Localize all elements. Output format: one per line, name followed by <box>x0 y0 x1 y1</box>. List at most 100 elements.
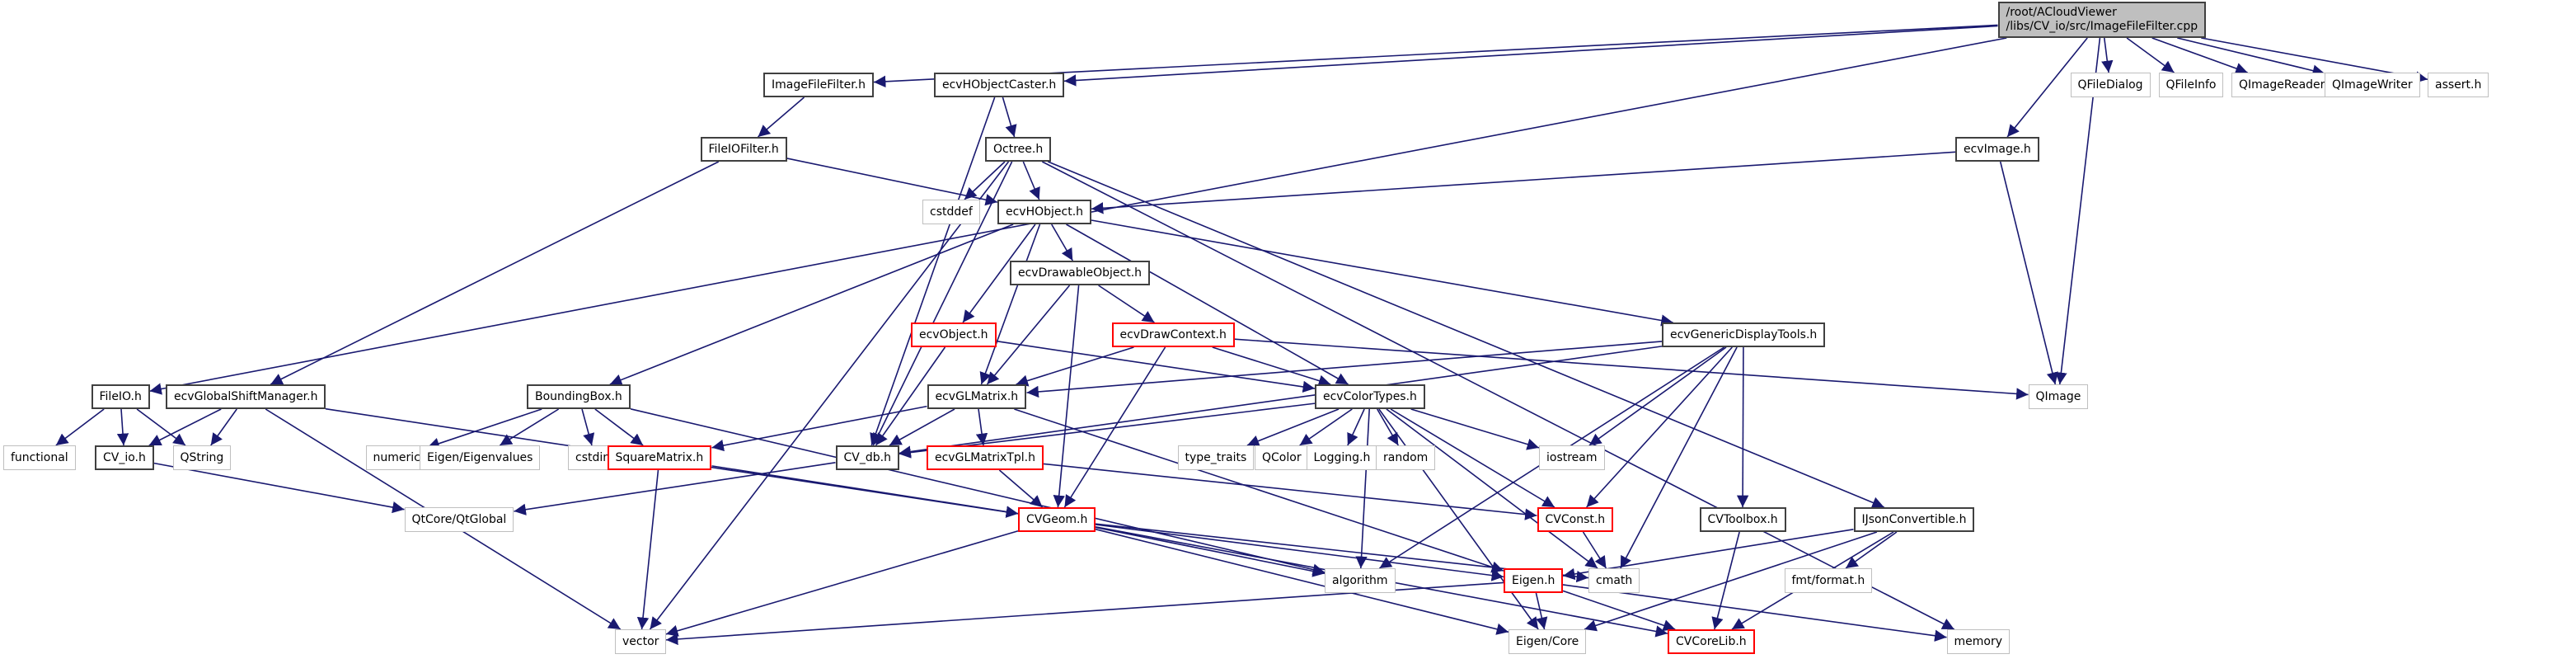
graph-node: Logging.h <box>1306 445 1378 470</box>
include-edge <box>665 530 1019 637</box>
node-label: Octree.h <box>993 143 1044 156</box>
node-label: FileIO.h <box>99 390 142 403</box>
graph-node: QtCore/QtGlobal <box>404 507 514 532</box>
node-label: ecvObject.h <box>919 328 988 341</box>
graph-node: numeric <box>365 445 428 470</box>
include-edge <box>979 224 1041 385</box>
node-label: SquareMatrix.h <box>615 451 704 464</box>
graph-node[interactable]: SquareMatrix.h <box>607 445 712 470</box>
include-edge <box>1390 408 1555 508</box>
include-edge <box>153 462 405 514</box>
node-label: CV_io.h <box>103 451 146 464</box>
graph-node[interactable]: Eigen.h <box>1504 568 1564 593</box>
graph-node: iostream <box>1539 445 1605 470</box>
include-edge <box>1588 346 1727 446</box>
graph-node[interactable]: ecvGLMatrixTpl.h <box>927 445 1044 470</box>
node-label: ecvDrawContext.h <box>1119 328 1227 341</box>
include-edge <box>55 408 105 446</box>
include-edge <box>875 346 946 446</box>
graph-node: QFileInfo <box>2158 73 2224 97</box>
include-edge <box>1002 96 1017 138</box>
node-label: QString <box>180 451 224 464</box>
include-edge <box>1845 531 1898 569</box>
root-file-node[interactable]: /root/ACloudViewer/libs/CV_io/src/ImageF… <box>1997 2 2207 38</box>
graph-node: QImageWriter <box>2325 73 2420 97</box>
node-label: ecvGLMatrix.h <box>935 390 1019 403</box>
graph-node: QColor <box>1255 445 1309 470</box>
graph-node[interactable]: ImageFileFilter.h <box>763 73 874 97</box>
graph-node[interactable]: FileIOFilter.h <box>700 137 787 162</box>
include-edge <box>1535 592 1548 630</box>
include-edge <box>1022 161 1040 200</box>
node-label: assert.h <box>2435 78 2482 92</box>
include-edge <box>1582 531 1607 569</box>
include-edge <box>2126 37 2175 73</box>
graph-node: vector <box>615 629 667 654</box>
graph-node[interactable]: ecvDrawContext.h <box>1111 322 1235 347</box>
include-edge <box>116 408 129 446</box>
node-label: CVGeom.h <box>1026 513 1088 526</box>
include-edge <box>594 408 644 446</box>
graph-node: fmt/format.h <box>1784 568 1873 593</box>
node-label: Eigen.h <box>1512 574 1555 587</box>
include-edge <box>998 469 1044 508</box>
graph-node[interactable]: ecvGLMatrix.h <box>927 384 1027 409</box>
node-label: QFileDialog <box>2077 78 2143 92</box>
include-edge <box>889 408 955 446</box>
include-edge <box>1053 285 1080 508</box>
graph-node[interactable]: IJsonConvertible.h <box>1853 507 1975 532</box>
graph-node[interactable]: CVToolbox.h <box>1699 507 1786 532</box>
include-edge <box>1562 584 1947 642</box>
graph-node[interactable]: ecvDrawableObject.h <box>1010 261 1151 285</box>
graph-node[interactable]: ecvHObject.h <box>997 200 1092 224</box>
graph-node[interactable]: CV_io.h <box>95 445 154 470</box>
graph-node[interactable]: ecvImage.h <box>1955 137 2039 162</box>
graph-node: random <box>1376 445 1436 470</box>
graph-node: QString <box>172 445 232 470</box>
graph-node[interactable]: ecvColorTypes.h <box>1315 384 1425 409</box>
graph-node[interactable]: FileIO.h <box>91 384 150 409</box>
node-label: QImageWriter <box>2332 78 2413 92</box>
graph-node: Eigen/Core <box>1509 629 1587 654</box>
include-edge <box>872 161 1013 446</box>
include-edge <box>1234 338 2029 400</box>
include-edge <box>1386 408 1598 569</box>
include-edge <box>1091 151 1956 214</box>
root-label-line: /libs/CV_io/src/ImageFileFilter.cpp <box>2006 20 2198 33</box>
graph-node[interactable]: ecvGlobalShiftManager.h <box>166 384 326 409</box>
node-label: ecvHObjectCaster.h <box>942 78 1057 92</box>
include-edge <box>636 469 659 630</box>
include-edge <box>1091 219 1673 327</box>
graph-node[interactable]: ecvHObjectCaster.h <box>934 73 1065 97</box>
graph-node[interactable]: CVCoreLib.h <box>1668 629 1755 654</box>
node-label: Eigen/Core <box>1516 635 1579 648</box>
node-label: Logging.h <box>1313 451 1371 464</box>
include-edge <box>1410 408 1540 450</box>
include-edge <box>427 408 542 450</box>
graph-node[interactable]: CVGeom.h <box>1018 507 1096 532</box>
node-label: ecvDrawableObject.h <box>1018 266 1143 280</box>
graph-node[interactable]: BoundingBox.h <box>527 384 631 409</box>
include-edge <box>1355 408 1370 569</box>
graph-node[interactable]: ecvGenericDisplayTools.h <box>1662 322 1826 347</box>
include-edge <box>148 408 222 446</box>
graph-node: memory <box>1946 629 2010 654</box>
include-edge <box>1620 346 1738 569</box>
node-label: vector <box>622 635 659 648</box>
include-edge <box>514 462 836 515</box>
node-label: QtCore/QtGlobal <box>411 513 507 526</box>
graph-node[interactable]: CV_db.h <box>835 445 899 470</box>
node-label: QFileInfo <box>2165 78 2217 92</box>
node-label: ecvHObject.h <box>1006 205 1084 219</box>
include-edge <box>1711 531 1740 630</box>
node-label: QColor <box>1262 451 1302 464</box>
graph-node: functional <box>3 445 76 470</box>
include-edge <box>1562 528 1854 581</box>
graph-node: cstddef <box>922 200 980 224</box>
graph-node[interactable]: Octree.h <box>985 137 1052 162</box>
node-label: QImageReader <box>2239 78 2325 92</box>
graph-node[interactable]: CVConst.h <box>1537 507 1614 532</box>
graph-node: QFileDialog <box>2070 73 2151 97</box>
node-label: QImage <box>2035 390 2081 403</box>
graph-node[interactable]: ecvObject.h <box>911 322 997 347</box>
